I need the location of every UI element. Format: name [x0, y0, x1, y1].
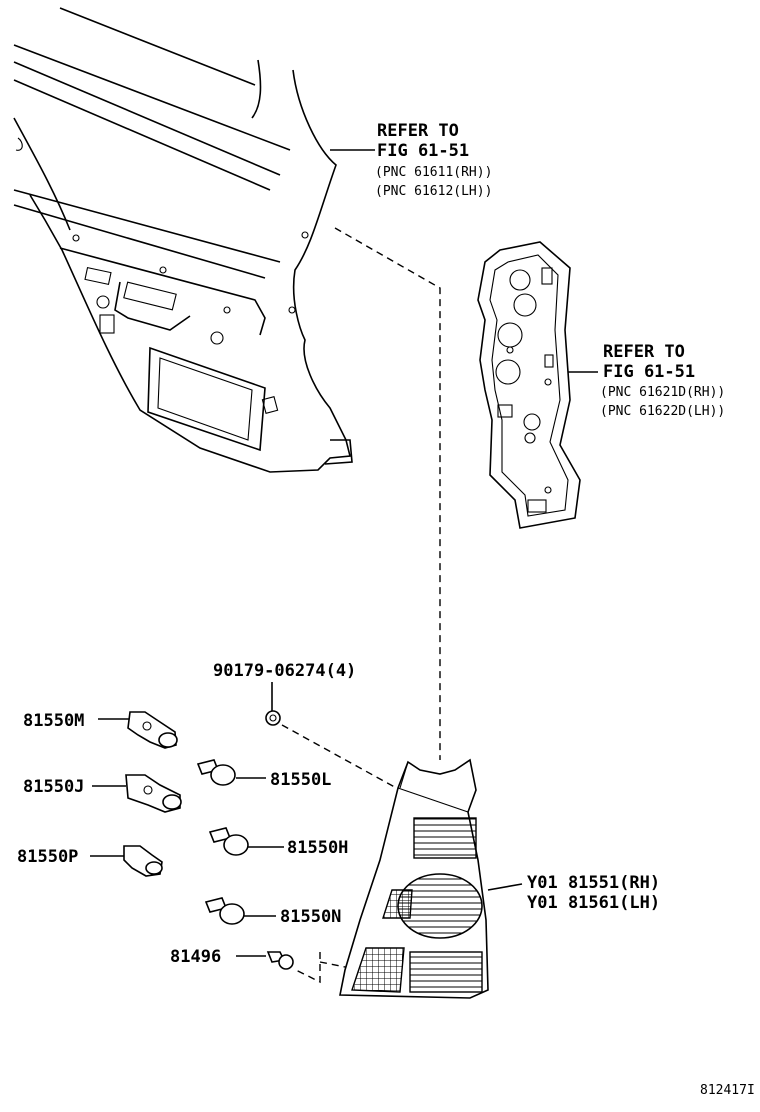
fig-ref-upper: FIG 61-51: [377, 141, 469, 161]
refer-label-middle: REFER TO: [603, 342, 685, 362]
figure-id: 812417I: [700, 1083, 755, 1098]
socket-j-part: 81550J: [23, 774, 182, 813]
lamp-lh-label: Y01 81561(LH): [527, 893, 660, 913]
pnc-rh-upper: (PNC 61611(RH)): [375, 165, 492, 180]
fig-ref-middle: FIG 61-51: [603, 362, 695, 382]
clip-part: 81496: [170, 947, 351, 984]
refer-callout-middle: REFER TO FIG 61-51 (PNC 61621D(RH)) (PNC…: [568, 342, 725, 419]
bulb-h-part: 81550H: [208, 827, 348, 858]
pnc-lh-middle: (PNC 61622D(LH)): [600, 404, 725, 419]
socket-m-part: 81550M: [23, 711, 178, 749]
clip-label: 81496: [170, 947, 221, 967]
bulb-n-part: 81550N: [204, 897, 341, 927]
bulb-l-part: 81550L: [196, 759, 331, 790]
pnc-rh-middle: (PNC 61621D(RH)): [600, 385, 725, 400]
refer-label-upper: REFER TO: [377, 121, 459, 141]
socket-p-part: 81550P: [17, 845, 163, 877]
socket-p-label: 81550P: [17, 847, 78, 867]
quarter-panel-drawing: [13, 7, 353, 473]
lamp-callout: Y01 81551(RH) Y01 81561(LH): [487, 873, 660, 913]
rear-lamp-drawing: [339, 758, 489, 999]
screw-part: 90179-06274(4): [213, 661, 401, 791]
socket-j-label: 81550J: [23, 777, 84, 797]
assembly-dash-line: [334, 227, 441, 760]
bulb-h-label: 81550H: [287, 838, 348, 858]
lamp-rh-label: Y01 81551(RH): [527, 873, 660, 893]
pnc-lh-upper: (PNC 61612(LH)): [375, 184, 492, 199]
bulb-l-label: 81550L: [270, 770, 331, 790]
refer-callout-upper: REFER TO FIG 61-51 (PNC 61611(RH)) (PNC …: [330, 121, 492, 199]
inner-panel-drawing: [477, 241, 581, 529]
screw-label: 90179-06274(4): [213, 661, 356, 681]
bulb-n-label: 81550N: [280, 907, 341, 927]
socket-m-label: 81550M: [23, 711, 84, 731]
